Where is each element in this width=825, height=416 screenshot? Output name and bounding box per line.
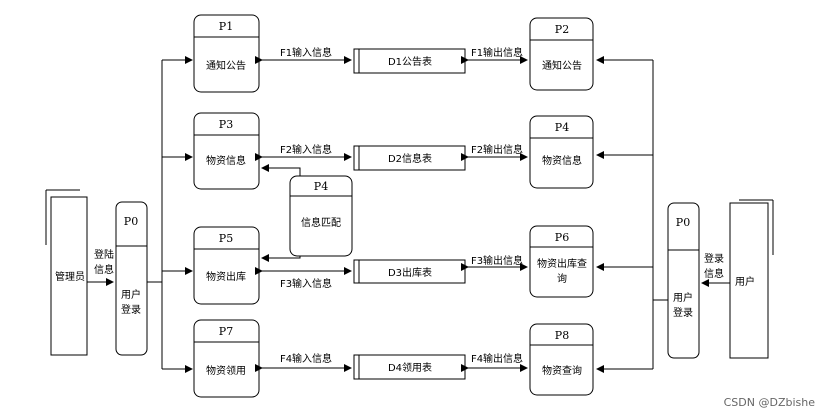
flow-match-to-p5: [261, 254, 301, 262]
flow-f3-out-label: F3输出信息: [471, 254, 523, 267]
process-p5: P5 物资出库: [193, 226, 260, 305]
flow-f2-in-label: F2输入信息: [280, 143, 332, 156]
process-p4-match: P4 信息匹配: [289, 175, 353, 257]
process-p7-name: 物资领用: [206, 364, 246, 377]
process-p4-name: 物资信息: [542, 154, 582, 167]
flow-login-right-1: 登录: [704, 252, 724, 265]
process-p6-name-1: 物资出库查: [537, 257, 587, 270]
process-p1-id: P1: [219, 20, 233, 33]
process-p3-name: 物资信息: [206, 154, 246, 167]
process-p3-id: P3: [219, 118, 233, 131]
data-store-d1-label: D1公告表: [388, 55, 432, 68]
flow-f2-out-label: F2输出信息: [471, 143, 523, 156]
flow-f4-in-label: F4输入信息: [280, 352, 332, 365]
flow-login-right-2: 信息: [704, 267, 724, 280]
process-p3: P3 物资信息: [193, 112, 260, 190]
process-p8-name: 物资查询: [542, 364, 582, 377]
process-p0-right-name-1: 用户: [673, 291, 693, 304]
data-store-d1: D1公告表: [353, 48, 466, 74]
process-p1-name: 通知公告: [206, 59, 246, 72]
process-p6: P6 物资出库查 询: [529, 225, 594, 298]
data-store-d2: D2信息表: [353, 145, 466, 171]
flow-login-left-1: 登陆: [94, 248, 114, 261]
process-p0-left-name-1: 用户: [121, 288, 141, 301]
process-p2: P2 通知公告: [529, 17, 594, 91]
process-p2-id: P2: [555, 23, 569, 36]
process-p0-right: P0 用户 登录: [667, 202, 700, 359]
data-store-d3: D3出库表: [353, 259, 466, 284]
flow-f1-in-label: F1输入信息: [280, 46, 332, 59]
flow-f3-in-label: F3输入信息: [280, 277, 332, 290]
data-store-d3-label: D3出库表: [388, 266, 432, 279]
process-p1: P1 通知公告: [193, 14, 260, 93]
admin-entity: 管理员: [45, 189, 88, 356]
process-p8-id: P8: [555, 329, 569, 342]
process-p8: P8 物资查询: [529, 323, 594, 396]
process-p0-left-id: P0: [124, 215, 138, 228]
data-store-d2-label: D2信息表: [388, 152, 432, 165]
data-store-d4-label: D4领用表: [388, 361, 432, 374]
process-p7-id: P7: [219, 325, 233, 338]
process-p2-name: 通知公告: [542, 59, 582, 72]
process-p5-id: P5: [219, 232, 233, 245]
flow-f4-out-label: F4输出信息: [471, 352, 523, 365]
flow-match-to-p3: [261, 164, 301, 176]
data-store-d4: D4领用表: [353, 354, 466, 380]
process-p4-match-id: P4: [314, 180, 328, 193]
process-p0-left-name-2: 登录: [121, 303, 141, 316]
process-p0-right-id: P0: [676, 216, 690, 229]
process-p4: P4 物资信息: [529, 115, 594, 189]
process-p6-id: P6: [555, 231, 569, 244]
admin-label: 管理员: [55, 270, 85, 283]
process-p0-right-name-2: 登录: [673, 306, 693, 319]
user-entity: 用户: [729, 199, 774, 359]
process-p5-name: 物资出库: [206, 270, 246, 283]
process-p6-name-2: 询: [557, 272, 567, 285]
flow-f1-out-label: F1输出信息: [471, 46, 523, 59]
process-p7: P7 物资领用: [193, 319, 260, 398]
user-label: 用户: [735, 275, 755, 288]
watermark-text: CSDN @DZbishe: [724, 396, 816, 409]
flow-login-left-2: 信息: [94, 263, 114, 276]
process-p0-left: P0 用户 登录: [115, 201, 148, 356]
process-p4-id: P4: [555, 121, 569, 134]
process-p4-match-name: 信息匹配: [301, 216, 341, 229]
